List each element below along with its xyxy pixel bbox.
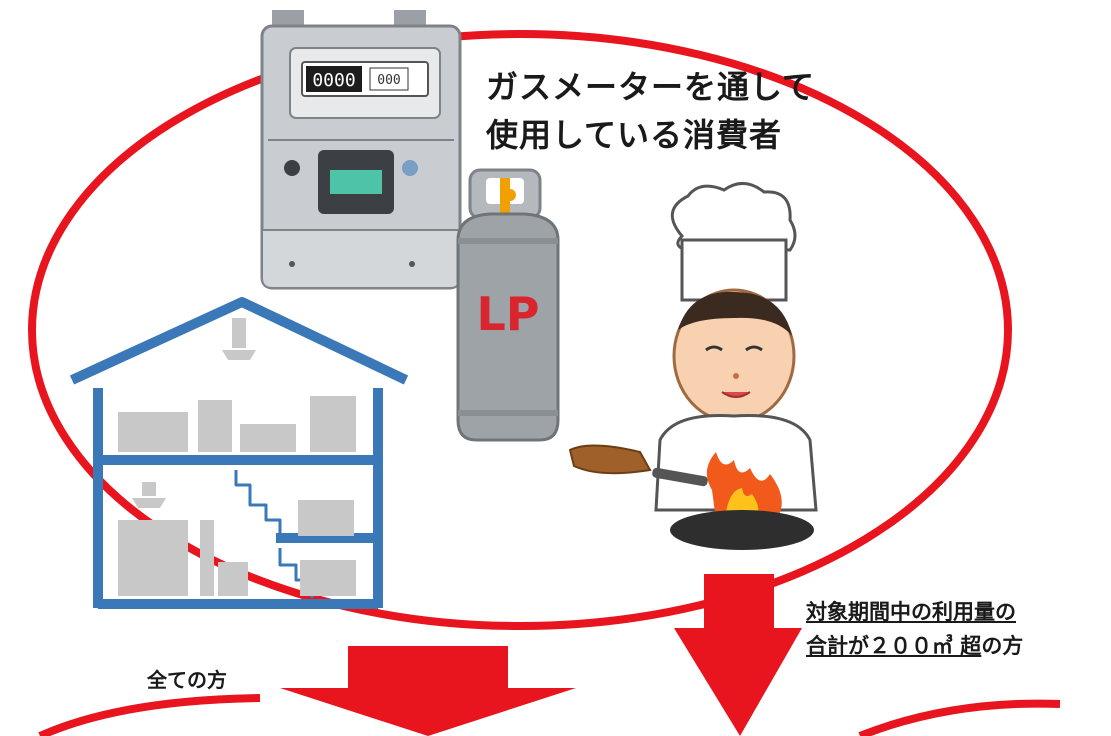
consumer-group-ellipse (28, 30, 1012, 630)
all-consumers-arrow (280, 646, 576, 736)
meter-main-reading: 0000 (312, 70, 355, 91)
house-icon (69, 297, 409, 609)
consumer-heading-line2: 使用している消費者 (486, 116, 783, 154)
over-200m3-arrow (674, 574, 802, 736)
bottom-right-ellipse-arc (858, 699, 1061, 736)
chef-icon (654, 182, 818, 512)
usage-condition-line2: 合計が２００㎥ 超の方 (806, 630, 1023, 660)
all-consumers-label: 全ての方 (147, 668, 227, 692)
bottom-left-ellipse-arc (38, 694, 261, 736)
usage-condition-line1: 対象期間中の利用量の (806, 600, 1016, 624)
lp-gas-cylinder-icon: LP (456, 168, 560, 442)
cylinder-label: LP (476, 287, 539, 341)
usage-condition-suffix: の方 (981, 634, 1024, 658)
house-furniture (118, 318, 356, 596)
meter-sub-reading: 000 (377, 73, 400, 88)
usage-condition-threshold: 合計が２００㎥ 超 (806, 634, 982, 658)
frying-pan-fire-icon (568, 444, 814, 550)
consumer-heading-line1: ガスメーターを通して (486, 68, 816, 106)
gas-meter-icon: 0000 000 (260, 10, 462, 290)
